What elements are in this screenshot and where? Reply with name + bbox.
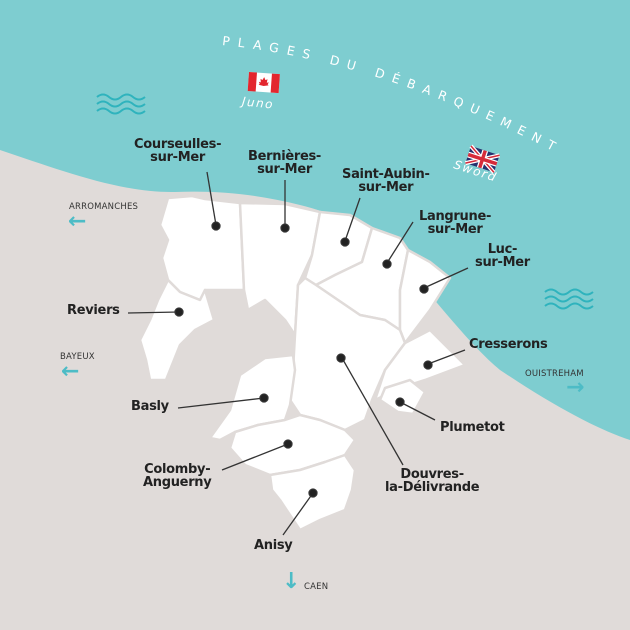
label-reviers[interactable]: Reviers: [67, 303, 120, 318]
uk-flag-icon: [464, 144, 500, 174]
label-line: Courseulles-: [134, 137, 222, 152]
label-line: Bernières-: [248, 149, 322, 164]
label-line: sur-Mer: [257, 162, 312, 177]
label-line: Langrune-: [419, 209, 492, 224]
waves-icon-right: [544, 288, 594, 310]
commune-luc: [398, 248, 452, 345]
label-line: Luc-: [487, 242, 518, 257]
label-plumetot[interactable]: Plumetot: [440, 420, 505, 435]
direction-ouistreham: OUISTREHAM: [525, 369, 584, 379]
label-line: sur-Mer: [150, 150, 206, 165]
label-basly[interactable]: Basly: [131, 399, 169, 414]
label-line: sur-Mer: [427, 222, 483, 237]
canada-flag-icon: [247, 72, 280, 94]
sea: [0, 0, 630, 440]
label-luc[interactable]: Luc- sur-Mer: [475, 243, 530, 269]
direction-arromanches: ARROMANCHES: [69, 202, 139, 212]
direction-bayeux: BAYEUX: [60, 352, 95, 362]
commune-plumetot: [378, 378, 427, 416]
arrow-down-icon: ↓: [282, 569, 301, 594]
waves-icon-left: [96, 93, 146, 115]
label-saint-aubin[interactable]: Saint-Aubin- sur-Mer: [342, 168, 430, 194]
label-anisy[interactable]: Anisy: [254, 538, 293, 553]
label-courseulles[interactable]: Courseulles- sur-Mer: [134, 137, 222, 165]
label-line: Douvres-: [400, 467, 464, 482]
label-cresserons[interactable]: Cresserons: [469, 337, 548, 352]
label-douvres[interactable]: Douvres- la-Délivrande: [385, 467, 480, 495]
arrow-right-icon: →: [566, 375, 585, 400]
label-line: sur-Mer: [475, 255, 530, 270]
label-langrune[interactable]: Langrune- sur-Mer: [419, 210, 491, 236]
arrow-left-icon: ←: [68, 209, 87, 234]
label-line: Anguerny: [143, 475, 212, 490]
label-bernieres[interactable]: Bernières- sur-Mer: [248, 150, 321, 176]
arrow-left-icon: ←: [61, 359, 80, 384]
label-line: Saint-Aubin-: [342, 167, 430, 182]
direction-caen: CAEN: [304, 582, 329, 592]
label-line: sur-Mer: [358, 180, 414, 195]
label-line: la-Délivrande: [385, 480, 480, 495]
commune-reviers: [138, 278, 216, 382]
label-colomby[interactable]: Colomby- Anguerny: [143, 462, 212, 490]
label-line: Colomby-: [144, 462, 211, 477]
